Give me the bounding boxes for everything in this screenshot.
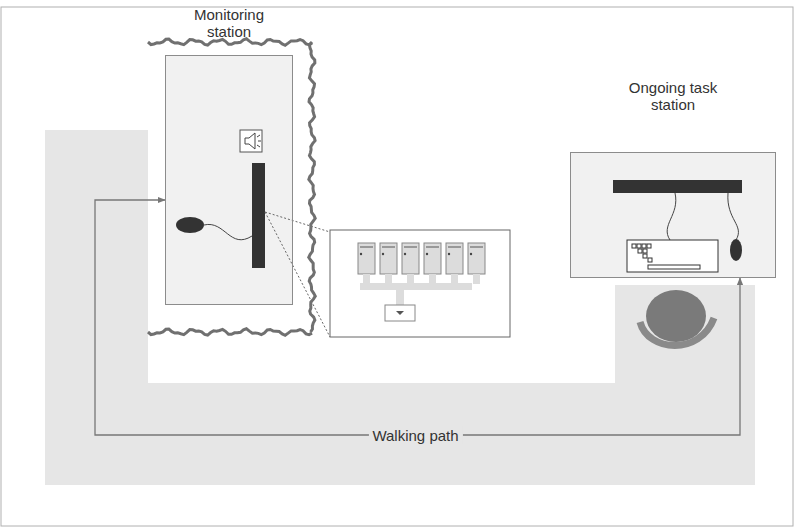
speaker-box (240, 130, 262, 152)
station-box: Monitoring station (165, 55, 293, 305)
wall-outline (148, 39, 315, 335)
switch-mark (396, 311, 404, 315)
speaker-icon (245, 133, 255, 149)
tank (380, 243, 397, 274)
frame (1, 7, 793, 526)
tank-tag (382, 246, 395, 248)
tank-dot (404, 253, 406, 255)
tank-tag (404, 246, 417, 248)
tank (358, 243, 375, 274)
space-bar (648, 265, 700, 269)
tank-dot (382, 253, 384, 255)
pipe (407, 274, 414, 284)
person-top-view (646, 290, 706, 342)
pipe (363, 274, 370, 284)
tank (424, 243, 441, 274)
task-panel-fill (570, 152, 776, 278)
wall-segment (309, 42, 316, 332)
tank (446, 243, 463, 274)
keyboard (627, 240, 718, 272)
tank-row (358, 243, 485, 284)
monitor-screen (252, 163, 265, 268)
tank-dot (448, 253, 450, 255)
pipe (473, 274, 480, 284)
manifold (360, 283, 472, 290)
walking-area (45, 130, 755, 485)
tank-tag (448, 246, 461, 248)
monitoring-panel-fill (165, 55, 293, 305)
task-cords (667, 193, 738, 240)
manifold-stem (396, 289, 404, 305)
screen-inset (330, 230, 510, 337)
tank-dot (470, 253, 472, 255)
pipe (451, 274, 458, 284)
station-heading: Ongoing task station (621, 79, 725, 113)
zoom-lines (265, 212, 330, 337)
station-heading: Monitoring station (177, 6, 281, 40)
mouse (176, 217, 204, 233)
tank (468, 243, 485, 274)
task-monitor (613, 180, 742, 193)
tank-dot (426, 253, 428, 255)
station-box: Ongoing task station (570, 152, 776, 278)
tank-tag (470, 246, 483, 248)
speaker-waves (257, 135, 261, 147)
path-label: Walking path (368, 427, 462, 444)
tank-tag (360, 246, 373, 248)
switch-box (385, 305, 415, 321)
mouse-cord (204, 224, 252, 239)
key-squares (632, 244, 652, 262)
tank-tag (426, 246, 439, 248)
tank-dot (360, 253, 362, 255)
pipe (385, 274, 392, 284)
pipe (429, 274, 436, 284)
walking-path-arrow (95, 200, 740, 435)
tank (402, 243, 419, 274)
task-mouse (730, 239, 742, 261)
wall-segment (148, 329, 312, 335)
